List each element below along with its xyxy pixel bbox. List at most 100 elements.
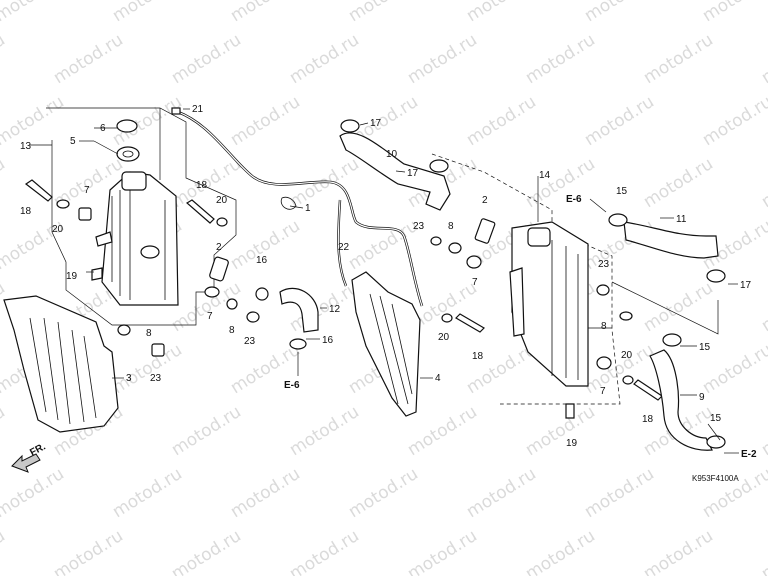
callout-8-bottom: 8 [146,328,152,339]
clip-19-right [565,403,575,419]
watermark-text: motod.ru [0,30,9,88]
hose-9 [649,349,713,451]
watermark-text: motod.ru [286,30,363,88]
callout-20-right-mid: 20 [438,332,450,343]
callout-15-lower: 15 [710,413,722,424]
right-radiator-stay [509,267,525,337]
watermark-text: motod.ru [227,464,304,522]
watermark-text: motod.ru [286,402,363,460]
watermark-text: motod.ru [0,526,9,576]
nut-23-right [430,236,442,246]
watermark-text: motod.ru [699,464,768,522]
watermark-text: motod.ru [0,464,68,522]
watermark-text: motod.ru [640,526,717,576]
callout-17-upper: 17 [370,118,382,129]
collar-2-right [474,218,496,244]
right-shroud [351,271,421,417]
bolt-18-right-lower [633,379,663,401]
callout-16-upper: 16 [256,255,268,266]
grommet-7-lower [204,286,220,298]
grommet-7-right-lower [596,356,612,370]
left-shroud [3,295,119,433]
callout-13: 13 [20,141,32,152]
grommet-7-left [78,207,92,221]
front-arrow-icon [11,453,41,473]
hose-11 [623,221,719,259]
callout-18-mid: 18 [196,180,208,191]
right-shroud-ribs [369,293,413,405]
callout-leaders [30,108,738,441]
cap-seal [116,146,140,162]
callout-18-left: 18 [20,206,32,217]
watermark-text: motod.ru [404,526,481,576]
watermark-text: motod.ru [758,278,768,336]
watermark-text: motod.ru [0,154,9,212]
callout-16-lower: 16 [322,335,334,346]
clamp-15-lower [706,435,726,449]
radiator-cap [116,119,138,133]
callout-8-left: 8 [229,325,235,336]
callout-17-right: 17 [740,280,752,291]
callout-23-right: 23 [413,221,425,232]
collar-8-right-lower [619,311,633,321]
clamp-17-right [706,269,726,283]
watermark-text: motod.ru [109,0,186,26]
watermark-text: motod.ru [463,92,540,150]
callout-21: 21 [192,104,204,115]
callout-14: 14 [539,170,551,181]
nut-23-bottom [151,343,165,357]
watermark-text: motod.ru [0,402,9,460]
callout-3: 3 [126,373,132,384]
callout-11: 11 [676,214,687,225]
watermark-text: motod.ru [345,464,422,522]
watermark-text: motod.ru [168,30,245,88]
watermark-text: motod.ru [463,464,540,522]
collar-8-right [448,242,462,254]
ref-e2: E-2 [741,449,757,460]
clip-19-left [91,267,103,281]
cap-seal-hole [122,150,134,158]
watermark-text: motod.ru [758,526,768,576]
callout-15-middle: 15 [699,342,711,353]
watermark-text: motod.ru [227,92,304,150]
washer-20-right-lower [622,375,634,385]
left-radiator-filler-neck [121,171,147,191]
ref-e6-lower: E-6 [284,380,300,391]
right-radiator-core-lines [551,240,579,380]
watermark-text: motod.ru [109,340,186,398]
watermark-text: motod.ru [522,30,599,88]
watermark-text: motod.ru [522,154,599,212]
callout-2-right: 2 [482,195,488,206]
collar-2-left [209,256,229,282]
watermark-text: motod.ru [0,92,68,150]
callout-6: 6 [100,123,106,134]
watermark-text: motod.ru [168,402,245,460]
callout-12: 12 [329,304,341,315]
watermark-text: motod.ru [758,30,768,88]
callout-2-left: 2 [216,242,222,253]
clamp-1 [280,196,297,210]
watermark-text: motod.ru [640,154,717,212]
watermark-text: motod.ru [640,30,717,88]
bolt-18-right-mid [455,313,485,333]
callout-18-right-lower: 18 [642,414,654,425]
callout-5: 5 [70,136,76,147]
callout-7-right-lower: 7 [600,386,606,397]
hose-22-inner [337,199,347,287]
clamp-16-lower [289,338,307,350]
left-radiator [101,171,179,306]
washer-20-mid [216,217,228,227]
watermark-text: motod.ru [758,154,768,212]
ref-e6-upper: E-6 [566,194,582,205]
watermark-text: motod.ru [581,464,658,522]
watermark-text: motod.ru [109,464,186,522]
siphon-hose-21-inner [177,111,423,307]
callout-8-right-lower: 8 [601,321,607,332]
diagram-code: K953F4100A [692,474,739,483]
callout-9: 9 [699,392,705,403]
clamp-15-middle [662,333,682,347]
watermark-text: motod.ru [758,402,768,460]
clamp-17-middle [429,159,449,173]
